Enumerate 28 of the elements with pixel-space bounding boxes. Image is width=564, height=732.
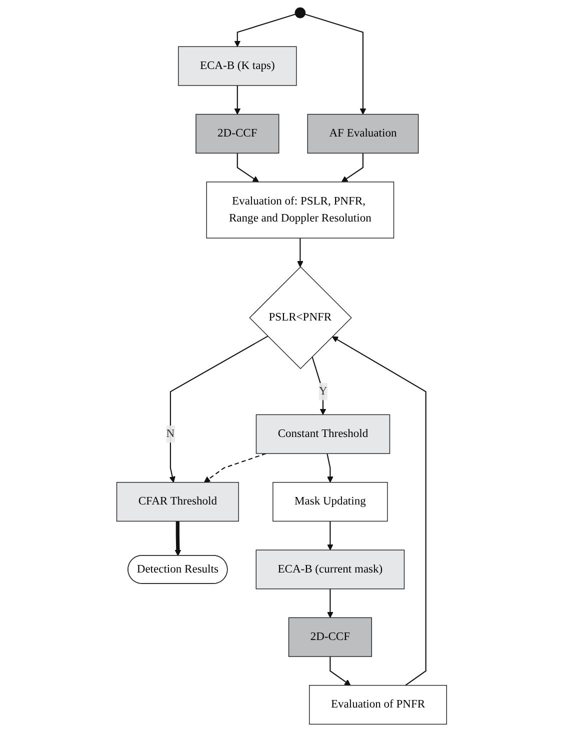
arrow: [327, 588, 334, 618]
node-box: ECA-B (K taps): [178, 46, 298, 86]
arrow: [234, 86, 241, 115]
node-box: Constant Threshold: [256, 414, 390, 454]
arrow: [204, 453, 267, 483]
edge-label: N: [166, 428, 175, 440]
node-box: CFAR Threshold: [116, 482, 240, 522]
arrow: [175, 521, 182, 556]
node-box: ECA-B (current mask): [256, 550, 405, 590]
node-box: 2D-CCF: [288, 617, 372, 657]
arrow: [326, 453, 334, 483]
arrow: [342, 153, 364, 182]
arrow: [234, 14, 296, 47]
node-box: Evaluation of: PSLR, PNFR, Range and Doppler Resolution: [206, 182, 394, 238]
arrow: [237, 153, 260, 182]
arrow: [305, 14, 366, 115]
node-diamond: PSLR<PNFR: [249, 266, 352, 370]
node-box: Evaluation of PNFR: [309, 685, 448, 725]
node-box: 2D-CCF: [196, 114, 280, 154]
arrow: [332, 336, 427, 686]
arrow: [170, 336, 268, 483]
arrow: [297, 238, 304, 268]
arrow: [327, 521, 334, 550]
arrow: [330, 656, 352, 686]
node-box: AF Evaluation: [308, 114, 419, 154]
arrow: [312, 356, 326, 415]
node-box: Mask Updating: [272, 482, 388, 522]
edge-label: Y: [319, 385, 328, 398]
